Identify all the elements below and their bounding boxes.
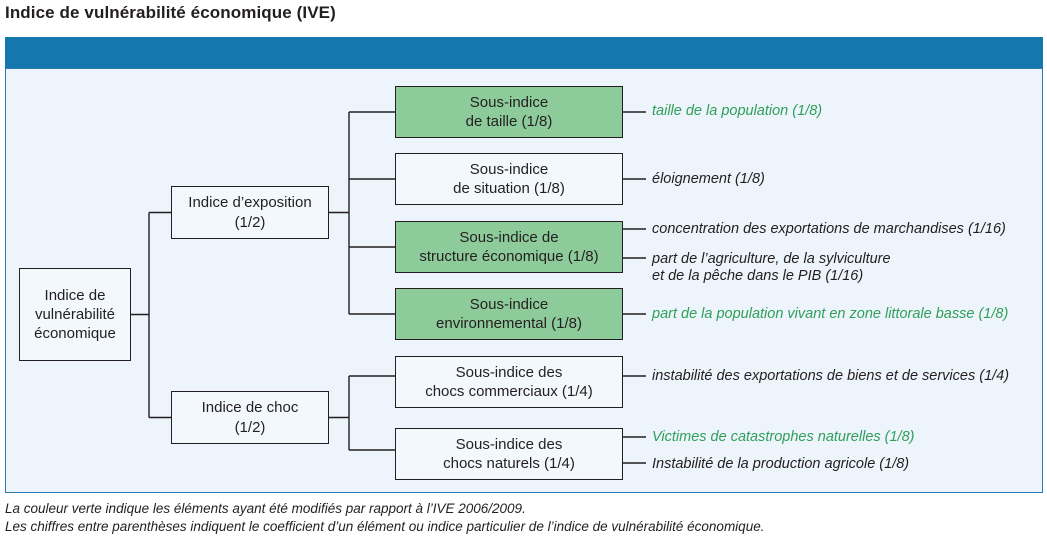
component-taille-population: taille de la population (1/8) <box>652 103 823 119</box>
component-victimes-catastrophes: Victimes de catastrophes naturelles (1/8… <box>652 429 915 445</box>
component-population-zone-littorale: part de la population vivant en zone lit… <box>652 306 1009 322</box>
header-bar <box>5 37 1043 68</box>
component-instabilite-exportations: instabilité des exportations de biens et… <box>652 368 1010 384</box>
connector-lines <box>131 111 646 464</box>
node-indice-choc: Indice de choc (1/2) <box>171 391 329 444</box>
component-concentration-exportations: concentration des exportations de marcha… <box>652 221 1006 237</box>
node-sous-indice-chocs-naturels: Sous-indice des chocs naturels (1/4) <box>395 428 623 480</box>
node-indice-vulnerabilite-economique: Indice de vulnérabilité économique <box>19 268 131 361</box>
component-instabilite-production-agricole: Instabilité de la production agricole (1… <box>652 456 910 472</box>
diagram-panel: Indice de vulnérabilité économique Indic… <box>5 68 1043 493</box>
footnotes: La couleur verte indique les éléments ay… <box>5 500 1005 536</box>
node-sous-indice-environnemental: Sous-indice environnemental (1/8) <box>395 288 623 340</box>
node-sous-indice-taille: Sous-indice de taille (1/8) <box>395 86 623 138</box>
component-part-agriculture-pib: part de l’agriculture, de la sylvicultur… <box>652 251 891 284</box>
node-sous-indice-situation: Sous-indice de situation (1/8) <box>395 153 623 205</box>
component-eloignement: éloignement (1/8) <box>652 171 765 187</box>
node-sous-indice-chocs-commerciaux: Sous-indice des chocs commerciaux (1/4) <box>395 356 623 408</box>
figure-title: Indice de vulnérabilité économique (IVE) <box>5 3 336 22</box>
node-indice-exposition: Indice d’exposition (1/2) <box>171 186 329 239</box>
note-green-color: La couleur verte indique les éléments ay… <box>5 501 526 516</box>
note-coefficients: Les chiffres entre parenthèses indiquent… <box>5 519 765 534</box>
node-sous-indice-structure-economique: Sous-indice de structure économique (1/8… <box>395 221 623 273</box>
